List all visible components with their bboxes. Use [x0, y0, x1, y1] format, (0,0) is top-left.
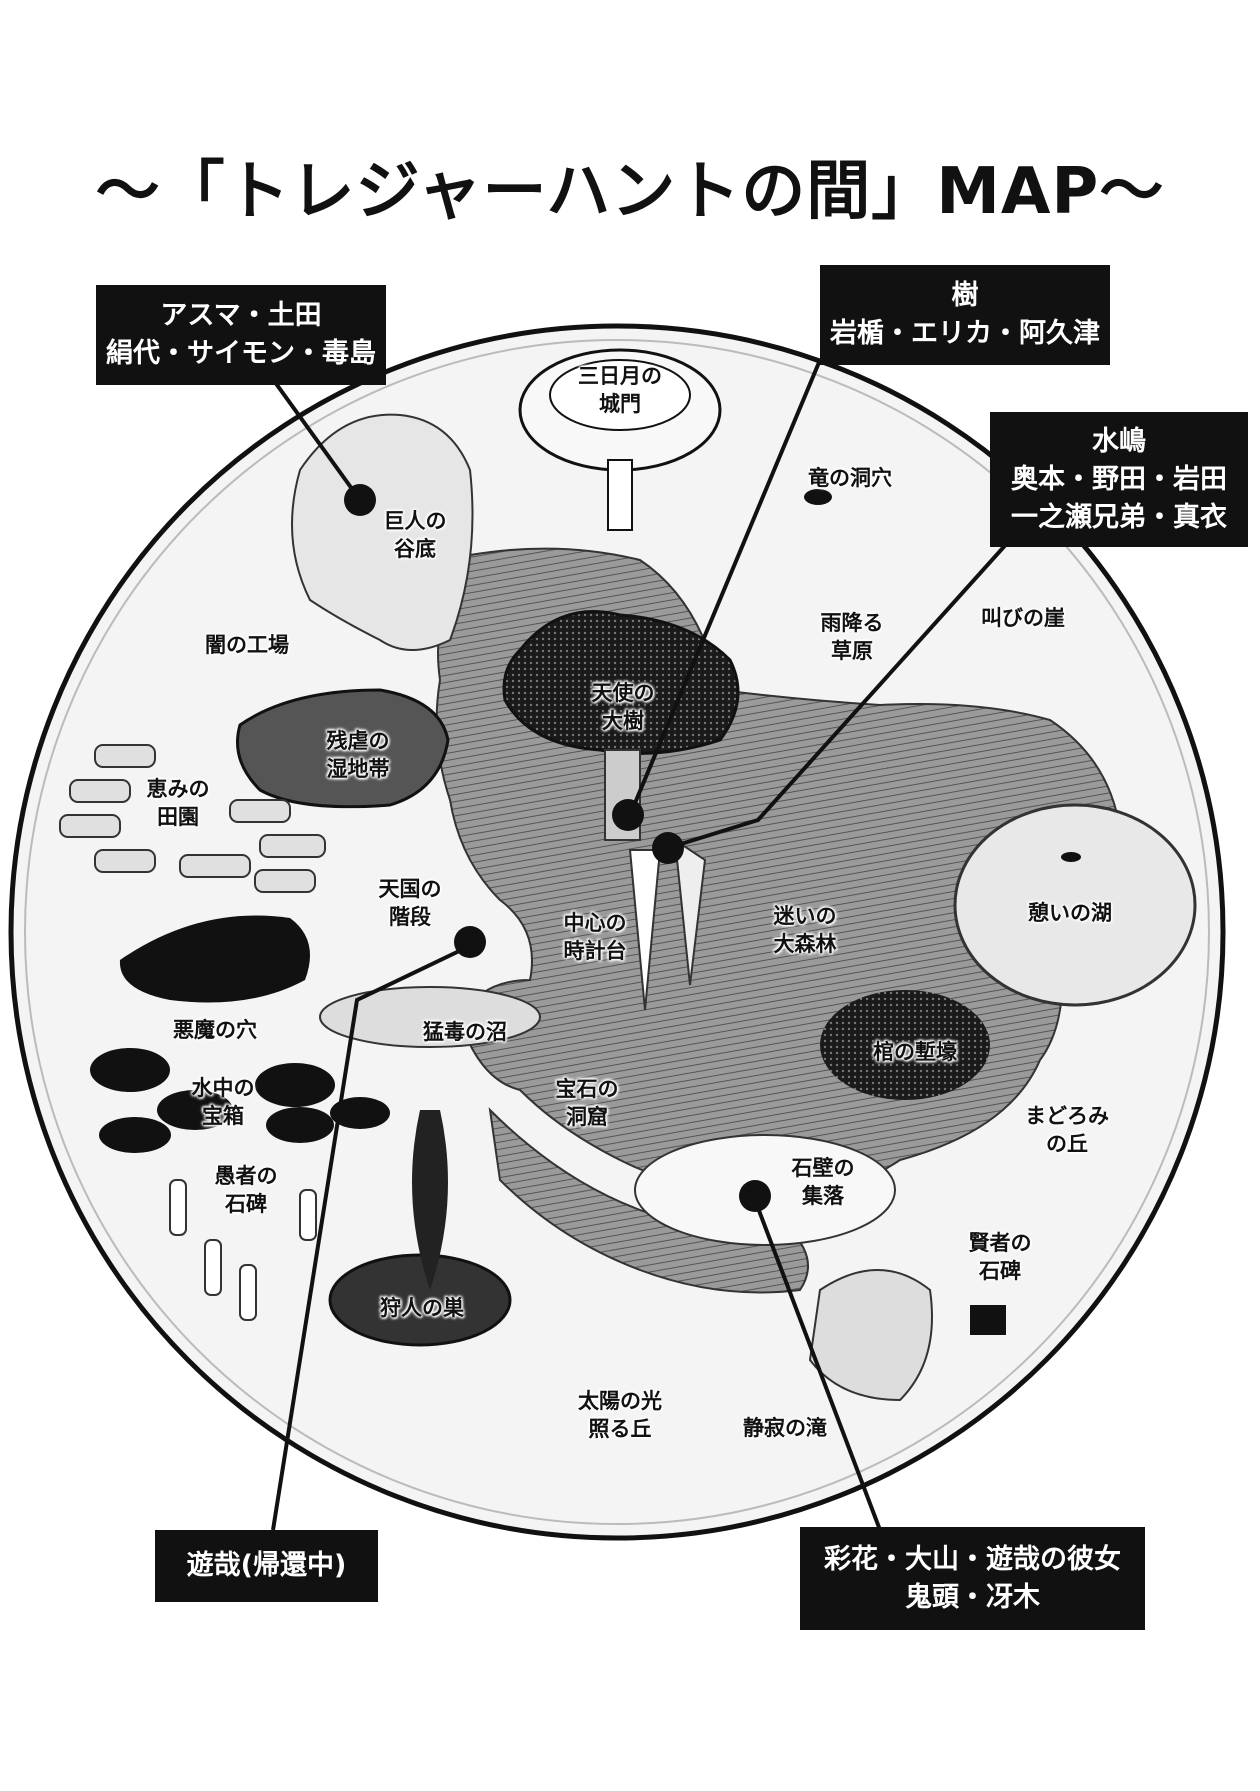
group-box-line: 岩楯・エリカ・阿久津 [830, 318, 1100, 349]
marker-dot [652, 832, 684, 864]
label-poison-swamp: 猛毒の沼 [423, 1020, 507, 1044]
group-box-yuya: 遊哉(帰還中) [155, 1530, 378, 1602]
marker-dot [612, 799, 644, 831]
marker-dot [739, 1180, 771, 1212]
label-lost-forest: 迷いの 大森林 [773, 904, 837, 956]
label-screaming-cliff: 叫びの崖 [981, 606, 1065, 630]
label-rest-lake: 憩いの湖 [1028, 901, 1112, 925]
label-central-clock: 中心の 時計台 [563, 911, 627, 963]
label-dragon-cave: 竜の洞穴 [808, 466, 892, 490]
angel-tree-shape [502, 610, 740, 755]
map-title: 〜「トレジャーハントの間」MAP〜 [95, 155, 1165, 229]
label-giant-valley: 巨人の 谷底 [383, 509, 447, 561]
group-box-line: 一之瀬兄弟・真衣 [1011, 501, 1227, 533]
label-crescent-gate: 三日月の 城門 [578, 364, 662, 416]
devil-hole-shape [119, 915, 310, 1003]
label-stone-wall-village: 石壁の 集落 [791, 1156, 855, 1208]
lake [953, 803, 1197, 1007]
label-sage-monument: 賢者の 石碑 [968, 1231, 1032, 1283]
label-dark-factory: 闇の工場 [205, 633, 289, 657]
label-angel-tree: 天使の 大樹 [591, 681, 655, 733]
label-rainy-grassland: 雨降る 草原 [820, 611, 884, 663]
marker-dot [454, 926, 486, 958]
group-box-line: 遊哉(帰還中) [186, 1550, 347, 1581]
label-coffin-trench: 棺の塹壕 [873, 1040, 957, 1064]
group-box-line: 彩花・大山・遊哉の彼女 [824, 1543, 1121, 1575]
label-gem-cave: 宝石の 洞窟 [555, 1077, 619, 1129]
group-box-itsuki: 樹 岩楯・エリカ・阿久津 [820, 265, 1110, 365]
group-box-line: アスマ・土田 [160, 300, 322, 331]
label-underwater-chest: 水中の 宝箱 [191, 1076, 255, 1128]
label-cruel-marsh: 残虐の 湿地帯 [326, 729, 390, 781]
group-box-line: 樹 [951, 280, 979, 311]
label-heaven-stairs: 天国の 階段 [378, 877, 442, 929]
group-box-line: 奥本・野田・岩田 [1011, 463, 1227, 495]
group-box-asuma: アスマ・土田 絹代・サイモン・毒島 [96, 285, 386, 385]
group-box-mizushima: 水嶋 奥本・野田・岩田 一之瀬兄弟・真衣 [990, 412, 1248, 547]
label-hunter-nest: 狩人の巣 [380, 1296, 464, 1320]
group-box-ayaka: 彩花・大山・遊哉の彼女 鬼頭・冴木 [800, 1527, 1145, 1630]
label-fool-monument: 愚者の 石碑 [214, 1164, 278, 1216]
group-box-line: 鬼頭・冴木 [905, 1581, 1040, 1613]
label-blessed-fields: 恵みの 田園 [146, 777, 210, 829]
label-drowsy-hill: まどろみ の丘 [1025, 1104, 1109, 1156]
label-silent-falls: 静寂の滝 [743, 1416, 827, 1440]
group-box-line: 水嶋 [1092, 425, 1146, 457]
cruel-marsh-shape [236, 688, 450, 809]
group-box-line: 絹代・サイモン・毒島 [106, 338, 376, 369]
marker-dot [344, 484, 376, 516]
label-devil-hole: 悪魔の穴 [173, 1018, 257, 1042]
label-sunlit-hill: 太陽の光 照る丘 [578, 1389, 662, 1441]
